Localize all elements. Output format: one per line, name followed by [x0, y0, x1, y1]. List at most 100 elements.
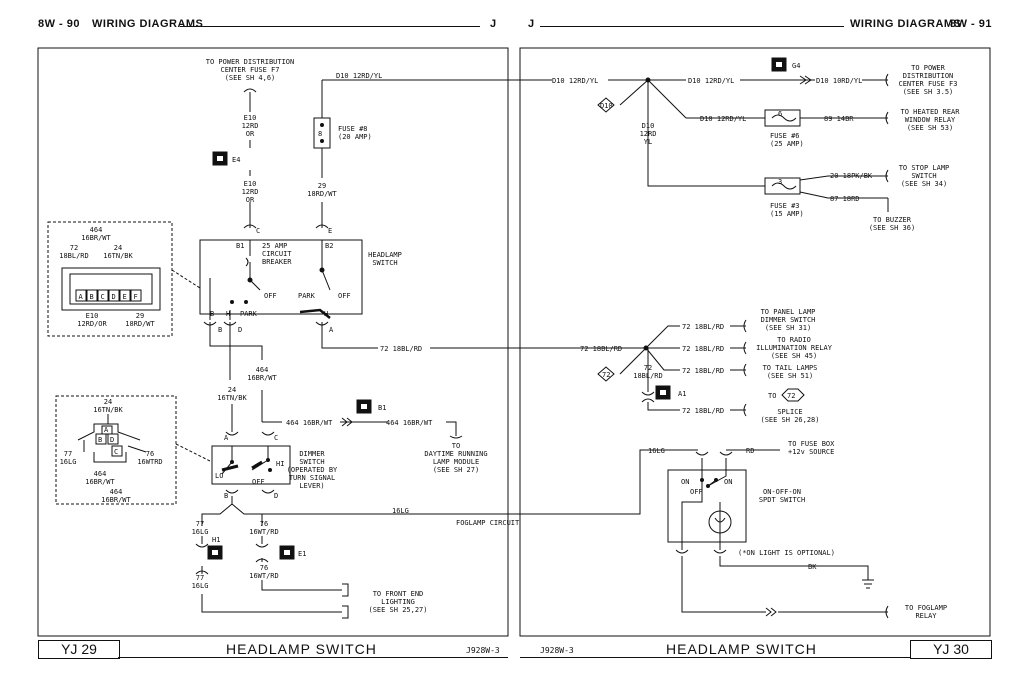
- fuse-3-box: [764, 177, 801, 195]
- foglamp-circuit-label: FOGLAMP CIRCUIT: [456, 519, 520, 527]
- svg-text:464: 464: [110, 488, 123, 496]
- d10-branches: [619, 79, 765, 187]
- splice-72-branches: [619, 325, 680, 411]
- svg-text:TO TAIL LAMPS: TO TAIL LAMPS: [763, 364, 818, 372]
- left-page-number: 8W - 90: [38, 18, 81, 30]
- svg-text:FUSE #3: FUSE #3: [770, 202, 800, 210]
- svg-text:DIMMER SWITCH: DIMMER SWITCH: [761, 316, 816, 324]
- svg-text:+12v SOURCE: +12v SOURCE: [788, 448, 834, 456]
- svg-text:(SEE SH 3.5): (SEE SH 3.5): [903, 88, 954, 96]
- svg-text:E10: E10: [244, 180, 257, 188]
- wire-20-label: 20 18PK/BK: [830, 172, 873, 180]
- svg-text:(SEE SH 36): (SEE SH 36): [869, 224, 915, 232]
- svg-text:DAYTIME RUNNING: DAYTIME RUNNING: [424, 450, 487, 458]
- svg-text:(SEE SH 31): (SEE SH 31): [765, 324, 811, 332]
- svg-text:DISTRIBUTION: DISTRIBUTION: [903, 72, 954, 80]
- svg-text:25 AMP: 25 AMP: [262, 242, 287, 250]
- svg-text:TO BUZZER: TO BUZZER: [873, 216, 912, 224]
- left-header-rule: [180, 26, 480, 27]
- tail-label: TO TAIL LAMPS (SEE SH 51): [763, 364, 818, 380]
- svg-text:ON-OFF-ON: ON-OFF-ON: [763, 488, 801, 496]
- spdt-label: ON-OFF-ON SPDT SWITCH: [759, 488, 805, 504]
- spdt-on-2: ON: [724, 478, 732, 486]
- dimmer-connector-body: [77, 414, 147, 463]
- svg-text:SWITCH: SWITCH: [299, 458, 324, 466]
- left-footer-code: J928W-3: [466, 646, 500, 655]
- foglamp-relay-label: TO FOGLAMP RELAY: [905, 604, 947, 620]
- svg-text:D10: D10: [642, 122, 655, 130]
- svg-text:(SEE SH 53): (SEE SH 53): [907, 124, 953, 132]
- svg-text:D: D: [110, 436, 114, 444]
- svg-text:16BR/WT: 16BR/WT: [81, 234, 111, 242]
- svg-text:76: 76: [260, 520, 268, 528]
- svg-text:WINDOW RELAY: WINDOW RELAY: [905, 116, 956, 124]
- d10-wire-label-5: D10 10RD/YL: [816, 77, 862, 85]
- ground-b1-label: B1: [378, 404, 386, 412]
- svg-text:SPDT SWITCH: SPDT SWITCH: [759, 496, 805, 504]
- svg-text:DIMMER: DIMMER: [299, 450, 325, 458]
- wire-464-label: 464 16BR/WT: [247, 366, 277, 382]
- svg-text:464: 464: [94, 470, 107, 478]
- headlamp-connector-view: [47, 221, 173, 337]
- dimmer-connector-labels: 24 16TN/BK 77 16LG 76 16WTRD 464 16BR/WT…: [60, 398, 163, 504]
- connector-body: [61, 267, 161, 311]
- left-footer-title: HEADLAMP SWITCH: [226, 641, 377, 657]
- headlamp-switch-body: [199, 239, 363, 315]
- e10-top-label: E10 12RD OR: [242, 114, 259, 138]
- dimmer-switch-body: [211, 445, 291, 485]
- svg-text:16WTRD: 16WTRD: [137, 458, 162, 466]
- svg-text:LIGHTING: LIGHTING: [381, 598, 415, 606]
- spdt-input-wires: [682, 449, 780, 456]
- svg-text:A: A: [79, 293, 84, 301]
- svg-text:29: 29: [318, 182, 326, 190]
- svg-text:24: 24: [114, 244, 122, 252]
- d10-vertical-label: D10 12RD YL: [640, 122, 657, 146]
- svg-text:(OPERATED BY: (OPERATED BY: [287, 466, 338, 474]
- svg-text:24: 24: [228, 386, 236, 394]
- bk-label: BK: [808, 563, 817, 571]
- headlamp-switch-label: HEADLAMP SWITCH: [368, 251, 402, 267]
- pin-h-label: H: [226, 310, 230, 318]
- svg-text:16TN/BK: 16TN/BK: [217, 394, 247, 402]
- headlamp-output-wires: [209, 322, 584, 422]
- r72-label-4: 72 18BL/RD: [682, 407, 724, 415]
- svg-text:TURN SIGNAL: TURN SIGNAL: [289, 474, 335, 482]
- right-page-frame: [519, 47, 991, 637]
- d10-wire-label: D10 12RD/YL: [336, 72, 382, 80]
- radio-label: TO RADIO ILLUMINATION RELAY (SEE SH 45): [756, 336, 833, 360]
- connector-arrow: [799, 75, 812, 85]
- ground-e1-label: E1: [298, 550, 306, 558]
- switch-bar: [299, 308, 331, 319]
- svg-text:16WT/RD: 16WT/RD: [249, 528, 279, 536]
- svg-text:12RD: 12RD: [640, 130, 657, 138]
- d10-wire-label-3: D10 12RD/YL: [688, 77, 734, 85]
- pos-park-2: PARK: [298, 292, 316, 300]
- svg-text:77: 77: [196, 574, 204, 582]
- wire-16lg-label-2: 16LG: [648, 447, 665, 455]
- splice-see-label: SPLICE (SEE SH 26,28): [760, 408, 819, 424]
- dimmer-switch-label: DIMMER SWITCH (OPERATED BY TURN SIGNAL L…: [287, 450, 338, 490]
- ground-e4-label: E4: [232, 156, 240, 164]
- svg-text:12RD: 12RD: [242, 122, 259, 130]
- svg-text:ILLUMINATION RELAY: ILLUMINATION RELAY: [756, 344, 833, 352]
- foglamp-relay-wire: [681, 556, 888, 613]
- spdt-switch-body: [667, 469, 747, 543]
- fuse-3-outputs: [799, 175, 888, 199]
- breaker-label: 25 AMP CIRCUIT BREAKER: [262, 242, 292, 266]
- pin-h-label-2: H: [324, 310, 328, 318]
- d10-wire-label-4: D10 12RD/YL: [700, 115, 746, 123]
- left-header-letter: J: [490, 18, 497, 30]
- dimmer-lo: LO: [215, 472, 223, 480]
- svg-text:77: 77: [64, 450, 72, 458]
- pin-b1-label: B1: [236, 242, 244, 250]
- right-footer-title: HEADLAMP SWITCH: [666, 641, 817, 657]
- svg-text:E: E: [123, 293, 127, 301]
- svg-text:77: 77: [196, 520, 204, 528]
- svg-text:TO PANEL LAMP: TO PANEL LAMP: [761, 308, 816, 316]
- wire-89-label: 89 14BR: [824, 115, 854, 123]
- ground-h1-label: H1: [212, 536, 220, 544]
- pin-c-label: C: [256, 227, 260, 235]
- wire-29-label: 29 18RD/WT: [307, 182, 337, 198]
- right-section-title: WIRING DIAGRAMS: [850, 18, 962, 30]
- svg-text:LEVER): LEVER): [299, 482, 324, 490]
